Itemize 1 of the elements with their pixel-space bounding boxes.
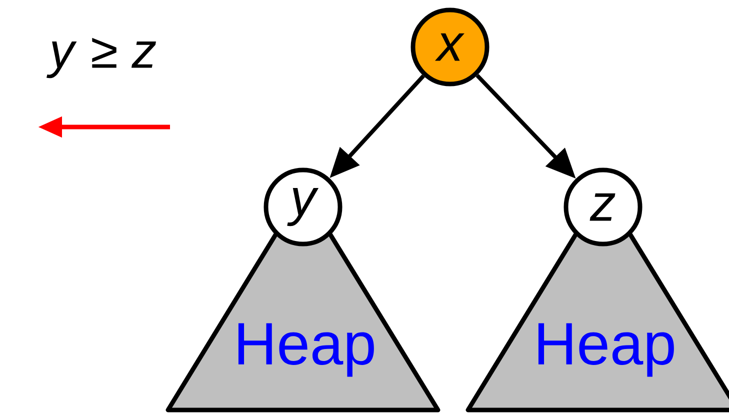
comparison-label: y ≥ z [46, 38, 156, 78]
